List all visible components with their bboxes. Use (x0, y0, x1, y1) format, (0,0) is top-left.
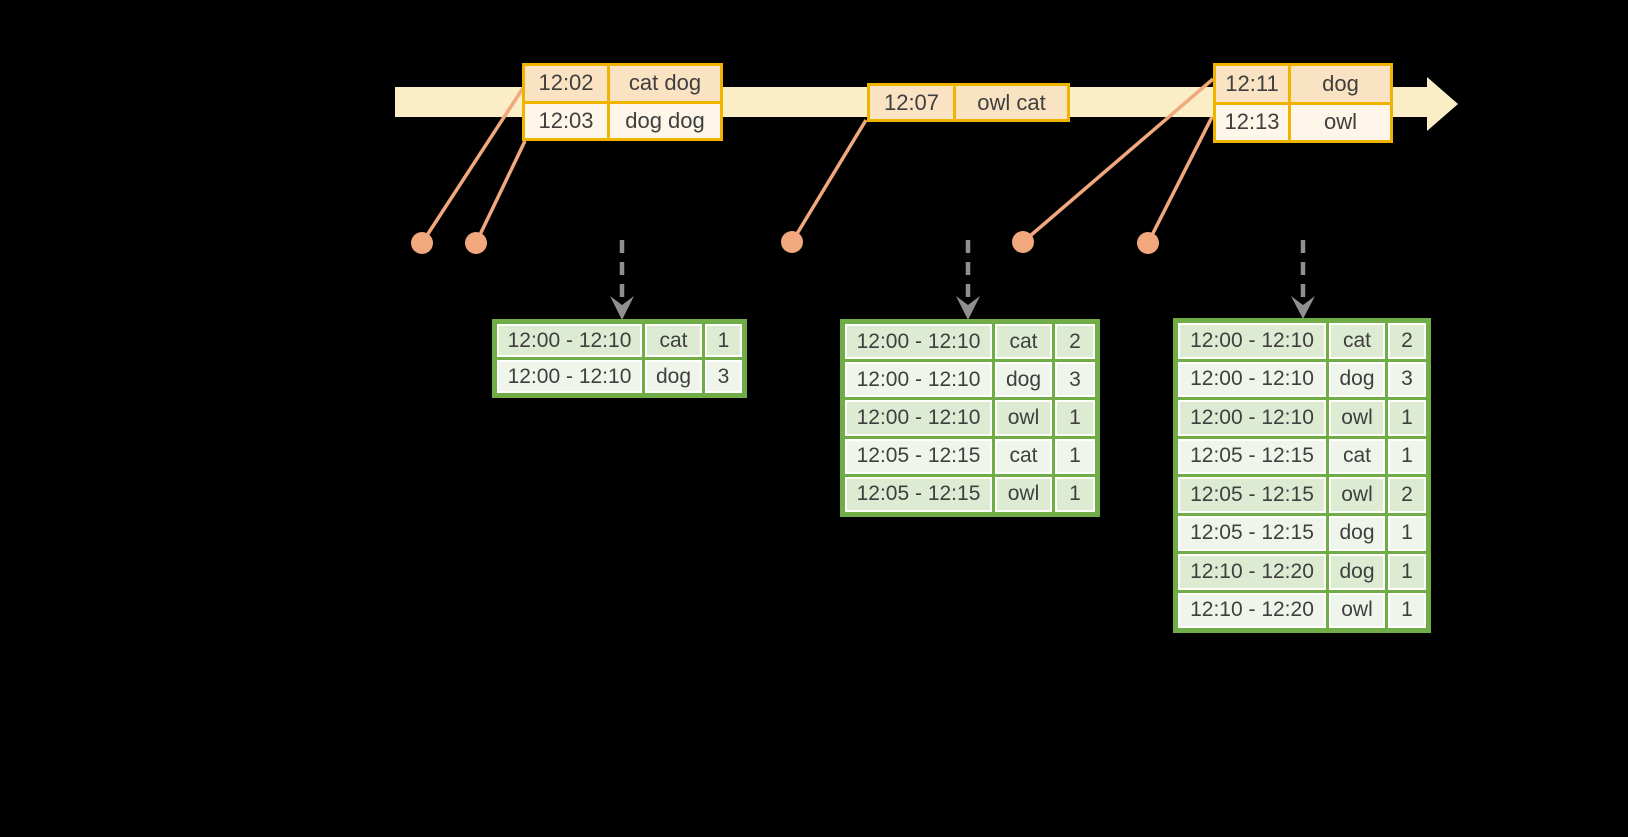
timeline-arrowhead-icon (1427, 77, 1458, 131)
word-cell: cat (645, 324, 702, 357)
count-cell: 2 (1055, 324, 1095, 360)
word-cell: dog (995, 362, 1052, 398)
count-cell: 1 (1055, 438, 1095, 474)
event-words-cell: dog dog (610, 103, 720, 138)
word-cell: dog (645, 360, 702, 393)
event-time-cell: 12:13 (1216, 104, 1288, 140)
word-cell: owl (995, 476, 1052, 512)
dashed-down-arrow-icon (956, 240, 980, 320)
word-cell: cat (995, 438, 1052, 474)
window-cell: 12:05 - 12:15 (845, 438, 992, 474)
event-time-cell: 12:11 (1216, 66, 1288, 102)
window-cell: 12:00 - 12:10 (1178, 400, 1326, 436)
event-words-cell: owl (1291, 104, 1390, 140)
result-table-3: 12:00 - 12:10 cat 2 12:00 - 12:10 dog 3 … (1173, 318, 1431, 633)
count-cell: 1 (1055, 476, 1095, 512)
event-time-cell: 12:03 (525, 103, 607, 138)
event-dot (781, 231, 803, 253)
dashed-down-arrow-icon (610, 240, 634, 320)
word-cell: owl (995, 400, 1052, 436)
count-cell: 1 (1388, 515, 1426, 551)
result-table-1: 12:00 - 12:10 cat 1 12:00 - 12:10 dog 3 (492, 319, 747, 398)
window-cell: 12:05 - 12:15 (1178, 515, 1326, 551)
event-connector (781, 119, 868, 253)
count-cell: 2 (1388, 477, 1426, 513)
event-dot (1012, 231, 1034, 253)
event-words-cell: cat dog (610, 66, 720, 101)
window-cell: 12:10 - 12:20 (1178, 592, 1326, 628)
word-cell: cat (1329, 438, 1385, 474)
word-cell: dog (1329, 554, 1385, 590)
window-cell: 12:05 - 12:15 (1178, 438, 1326, 474)
word-cell: cat (1329, 323, 1385, 359)
event-time-cell: 12:07 (870, 86, 953, 119)
count-cell: 1 (1388, 400, 1426, 436)
word-cell: owl (1329, 400, 1385, 436)
event-connector (1137, 116, 1214, 254)
event-dot (465, 232, 487, 254)
count-cell: 1 (1388, 438, 1426, 474)
count-cell: 3 (1388, 361, 1426, 397)
word-cell: owl (1329, 477, 1385, 513)
event-dot (1137, 232, 1159, 254)
window-cell: 12:10 - 12:20 (1178, 554, 1326, 590)
count-cell: 1 (1055, 400, 1095, 436)
word-cell: cat (995, 324, 1052, 360)
window-cell: 12:05 - 12:15 (1178, 477, 1326, 513)
window-cell: 12:00 - 12:10 (845, 400, 992, 436)
event-connector (465, 140, 527, 254)
window-cell: 12:00 - 12:10 (497, 360, 642, 393)
count-cell: 3 (705, 360, 742, 393)
window-cell: 12:00 - 12:10 (845, 324, 992, 360)
event-time-cell: 12:02 (525, 66, 607, 101)
window-cell: 12:00 - 12:10 (1178, 361, 1326, 397)
word-cell: owl (1329, 592, 1385, 628)
input-event-table-2: 12:07 owl cat (867, 83, 1070, 122)
count-cell: 1 (1388, 592, 1426, 628)
event-words-cell: owl cat (956, 86, 1067, 119)
input-event-table-1: 12:02 cat dog 12:03 dog dog (522, 63, 723, 141)
window-cell: 12:00 - 12:10 (497, 324, 642, 357)
word-cell: dog (1329, 361, 1385, 397)
window-cell: 12:05 - 12:15 (845, 476, 992, 512)
count-cell: 2 (1388, 323, 1426, 359)
input-event-table-3: 12:11 dog 12:13 owl (1213, 63, 1393, 143)
dashed-down-arrow-icon (1291, 240, 1315, 319)
window-cell: 12:00 - 12:10 (1178, 323, 1326, 359)
window-cell: 12:00 - 12:10 (845, 362, 992, 398)
event-words-cell: dog (1291, 66, 1390, 102)
word-cell: dog (1329, 515, 1385, 551)
count-cell: 3 (1055, 362, 1095, 398)
result-table-2: 12:00 - 12:10 cat 2 12:00 - 12:10 dog 3 … (840, 319, 1100, 517)
event-dot (411, 232, 433, 254)
count-cell: 1 (705, 324, 742, 357)
count-cell: 1 (1388, 554, 1426, 590)
